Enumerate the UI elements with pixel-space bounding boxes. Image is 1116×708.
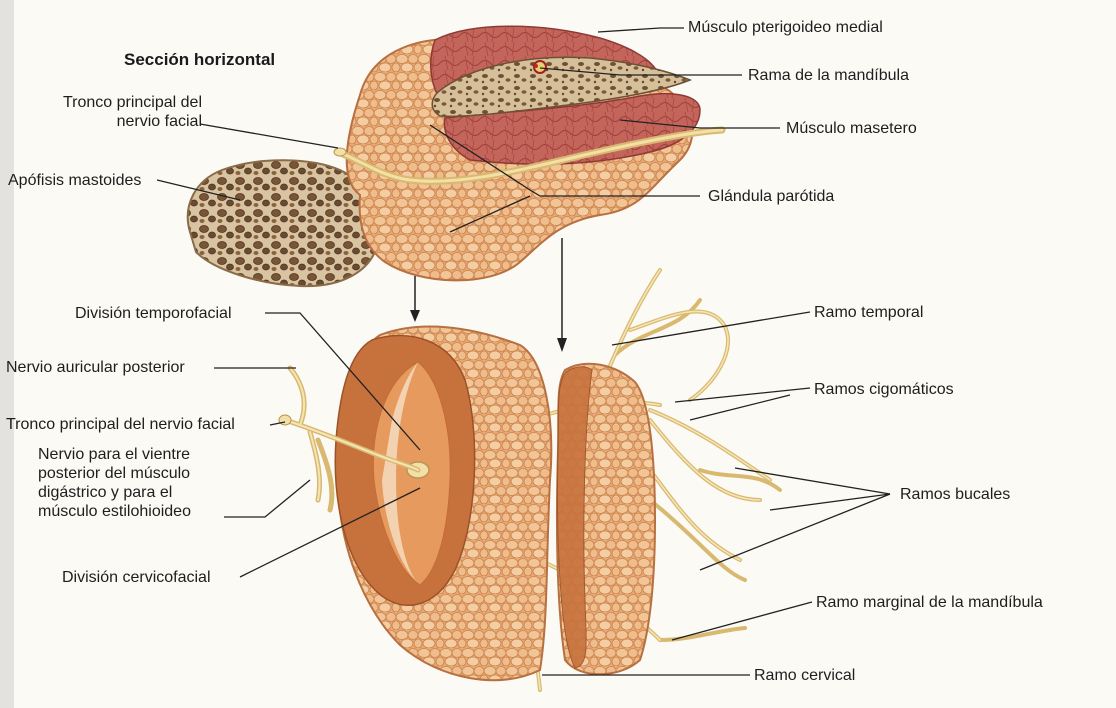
label-ramos-bucales: Ramos bucales xyxy=(900,486,1011,503)
label-tronco-principal-bottom: Tronco principal del nervio facial xyxy=(6,416,235,433)
arrow-down-icon xyxy=(410,310,420,322)
label-ramo-temporal: Ramo temporal xyxy=(814,304,924,321)
leader-lines xyxy=(156,27,891,676)
arrow-down-icon xyxy=(557,338,567,352)
label-rama-mandibula: Rama de la mandíbula xyxy=(748,67,909,84)
label-apofisis-mastoides: Apófisis mastoides xyxy=(8,172,142,189)
split-gland-figure xyxy=(278,268,782,692)
mandibular-canal-icon xyxy=(533,60,547,74)
label-ramo-marginal: Ramo marginal de la mandíbula xyxy=(816,594,1043,611)
label-ramo-cervical: Ramo cervical xyxy=(754,667,856,684)
label-musculo-masetero: Músculo masetero xyxy=(786,120,917,137)
label-nervio-auricular-posterior: Nervio auricular posterior xyxy=(6,359,185,376)
label-musculo-pterigoideo-medial: Músculo pterigoideo medial xyxy=(688,19,883,36)
label-division-cervicofacial: División cervicofacial xyxy=(62,569,211,586)
label-ramos-cigomaticos: Ramos cigomáticos xyxy=(814,381,954,398)
page-shadow xyxy=(0,0,14,708)
horizontal-section-figure xyxy=(186,25,726,288)
figure-title: Sección horizontal xyxy=(124,50,276,69)
down-arrows xyxy=(410,238,567,352)
mandible-ramus xyxy=(431,56,693,118)
label-glandula-parotida: Glándula parótida xyxy=(708,188,835,205)
label-tronco-principal-top: Tronco principal del nervio facial xyxy=(62,94,202,130)
label-nervio-digastrico: Nervio para el vientre posterior del mús… xyxy=(38,446,191,520)
label-division-temporofacial: División temporofacial xyxy=(75,305,232,322)
